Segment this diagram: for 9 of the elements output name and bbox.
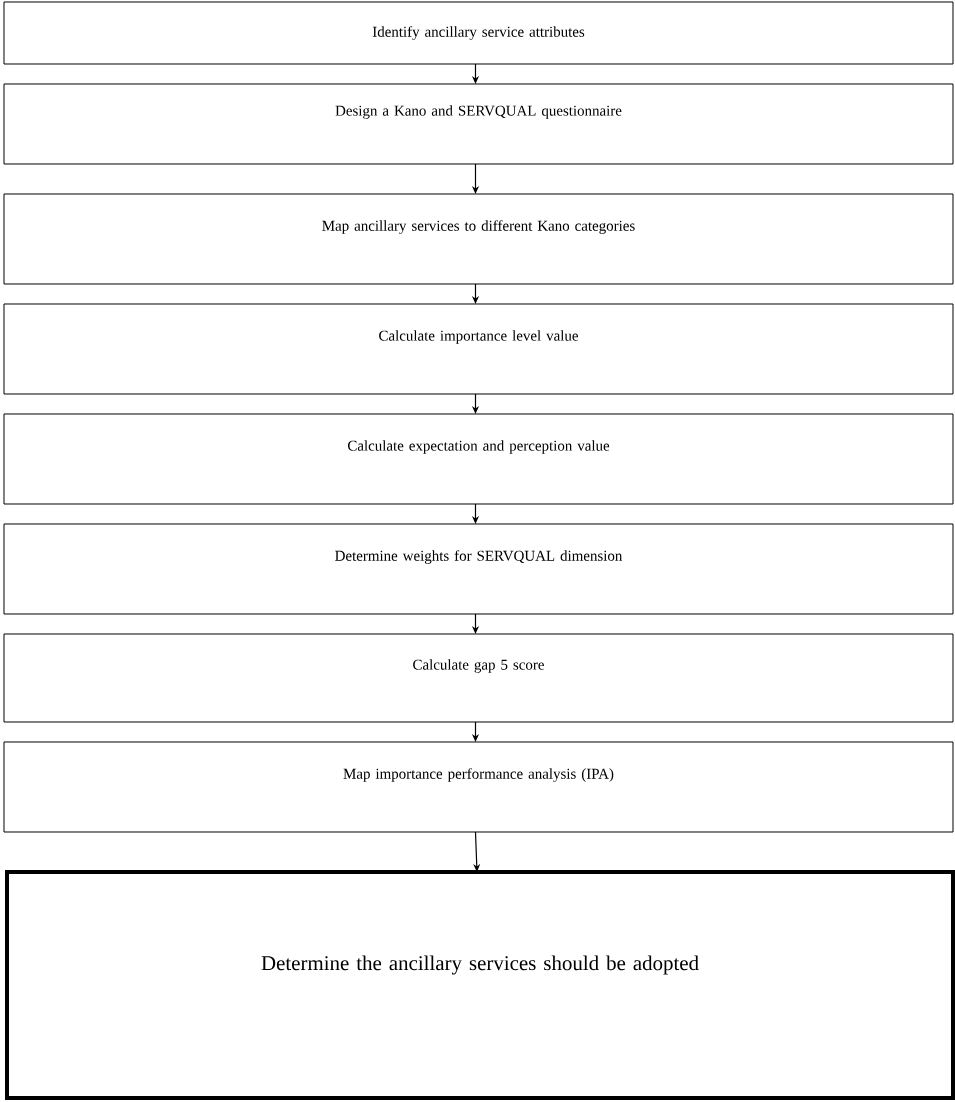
process-box: Design a Kano and SERVQUAL questionnaire [3,83,954,165]
process-box: Determine weights for SERVQUAL dimension [3,523,954,615]
process-box: Identify ancillary service attributes [3,1,954,65]
process-box: Calculate importance level value [3,303,954,395]
process-box: Calculate expectation and perception value [3,413,954,505]
process-box: Calculate gap 5 score [3,633,954,723]
process-box: Map ancillary services to different Kano categories [3,193,954,285]
process-box: Map importance performance analysis (IPA) [3,741,954,833]
process-box: Determine the ancillary services should be adopted [5,870,955,1100]
